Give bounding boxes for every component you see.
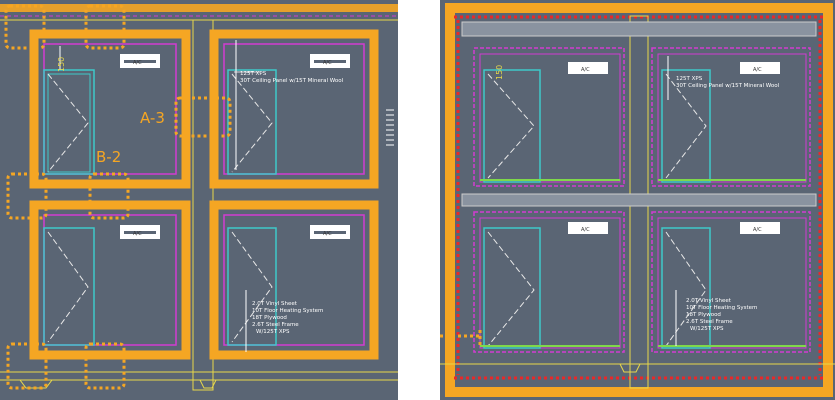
svg-text:18T Plywood: 18T Plywood bbox=[252, 315, 287, 321]
ac-label: A/C bbox=[133, 60, 142, 66]
callout-label-a: A-3 bbox=[140, 109, 165, 127]
svg-text:2.0T Vinyl Sheet: 2.0T Vinyl Sheet bbox=[252, 301, 298, 307]
ac-label: A/C bbox=[753, 67, 762, 73]
room-top-right bbox=[651, 47, 811, 187]
svg-text:125T XPS: 125T XPS bbox=[240, 71, 267, 77]
svg-text:2.6T Steel Frame: 2.6T Steel Frame bbox=[686, 319, 733, 325]
ac-label: A/C bbox=[323, 60, 332, 66]
ac-label: A/C bbox=[323, 231, 332, 237]
svg-text:W/125T XPS: W/125T XPS bbox=[690, 326, 724, 332]
svg-text:W/125T XPS: W/125T XPS bbox=[256, 329, 290, 335]
dimension-label: 150 bbox=[57, 57, 66, 72]
door-frame bbox=[227, 69, 277, 175]
ceiling-note: 125T XPS 30T Ceiling Panel w/15T Mineral… bbox=[240, 71, 344, 84]
svg-text:2.0T Vinyl Sheet: 2.0T Vinyl Sheet bbox=[686, 298, 732, 304]
roof-slab bbox=[461, 21, 817, 37]
door-frame bbox=[43, 69, 95, 175]
ac-label: A/C bbox=[581, 227, 590, 233]
right-drawing: 150 A/C A/C A/C A/C 125T XPS 30T Ceiling… bbox=[440, 3, 835, 397]
svg-text:10T Floor Heating System: 10T Floor Heating System bbox=[686, 305, 757, 311]
room-bottom-right bbox=[209, 200, 379, 360]
ac-label: A/C bbox=[753, 227, 762, 233]
dimension-label: 150 bbox=[495, 65, 504, 80]
floor-note: 2.0T Vinyl Sheet 10T Floor Heating Syste… bbox=[686, 298, 757, 332]
left-drawing-panel: A-3 B-2 150 A/C A/C A/C A/C 125T XPS 30T… bbox=[0, 0, 398, 400]
floor-note: 2.0T Vinyl Sheet 10T Floor Heating Syste… bbox=[252, 301, 323, 335]
room-top-right bbox=[209, 29, 379, 189]
door-frame bbox=[43, 227, 95, 346]
callout-markers bbox=[4, 4, 232, 390]
room-top-left bbox=[473, 47, 625, 187]
svg-text:10T Floor Heating System: 10T Floor Heating System bbox=[252, 308, 323, 314]
svg-text:125T XPS: 125T XPS bbox=[676, 76, 703, 82]
ac-label: A/C bbox=[581, 67, 590, 73]
ac-label: A/C bbox=[133, 231, 142, 237]
ceiling-note: 125T XPS 30T Ceiling Panel w/15T Mineral… bbox=[676, 76, 780, 89]
door-frame bbox=[227, 227, 277, 346]
svg-text:2.6T Steel Frame: 2.6T Steel Frame bbox=[252, 322, 299, 328]
callout-label-b: B-2 bbox=[96, 148, 121, 166]
svg-text:18T Plywood: 18T Plywood bbox=[686, 312, 721, 318]
left-drawing: A-3 B-2 150 A/C A/C A/C A/C 125T XPS 30T… bbox=[0, 4, 398, 391]
svg-text:30T Ceiling Panel w/15T Minera: 30T Ceiling Panel w/15T Mineral Wool bbox=[676, 83, 780, 89]
stair-marks bbox=[386, 109, 394, 146]
room-bottom-left bbox=[29, 200, 191, 360]
outer-frame bbox=[445, 3, 833, 397]
right-drawing-panel: 150 A/C A/C A/C A/C 125T XPS 30T Ceiling… bbox=[440, 0, 835, 400]
floor-slab bbox=[461, 193, 817, 207]
room-bottom-left bbox=[473, 211, 625, 353]
svg-text:30T Ceiling Panel w/15T Minera: 30T Ceiling Panel w/15T Mineral Wool bbox=[240, 78, 344, 84]
room-bottom-right bbox=[651, 211, 811, 353]
top-beam bbox=[0, 4, 398, 12]
